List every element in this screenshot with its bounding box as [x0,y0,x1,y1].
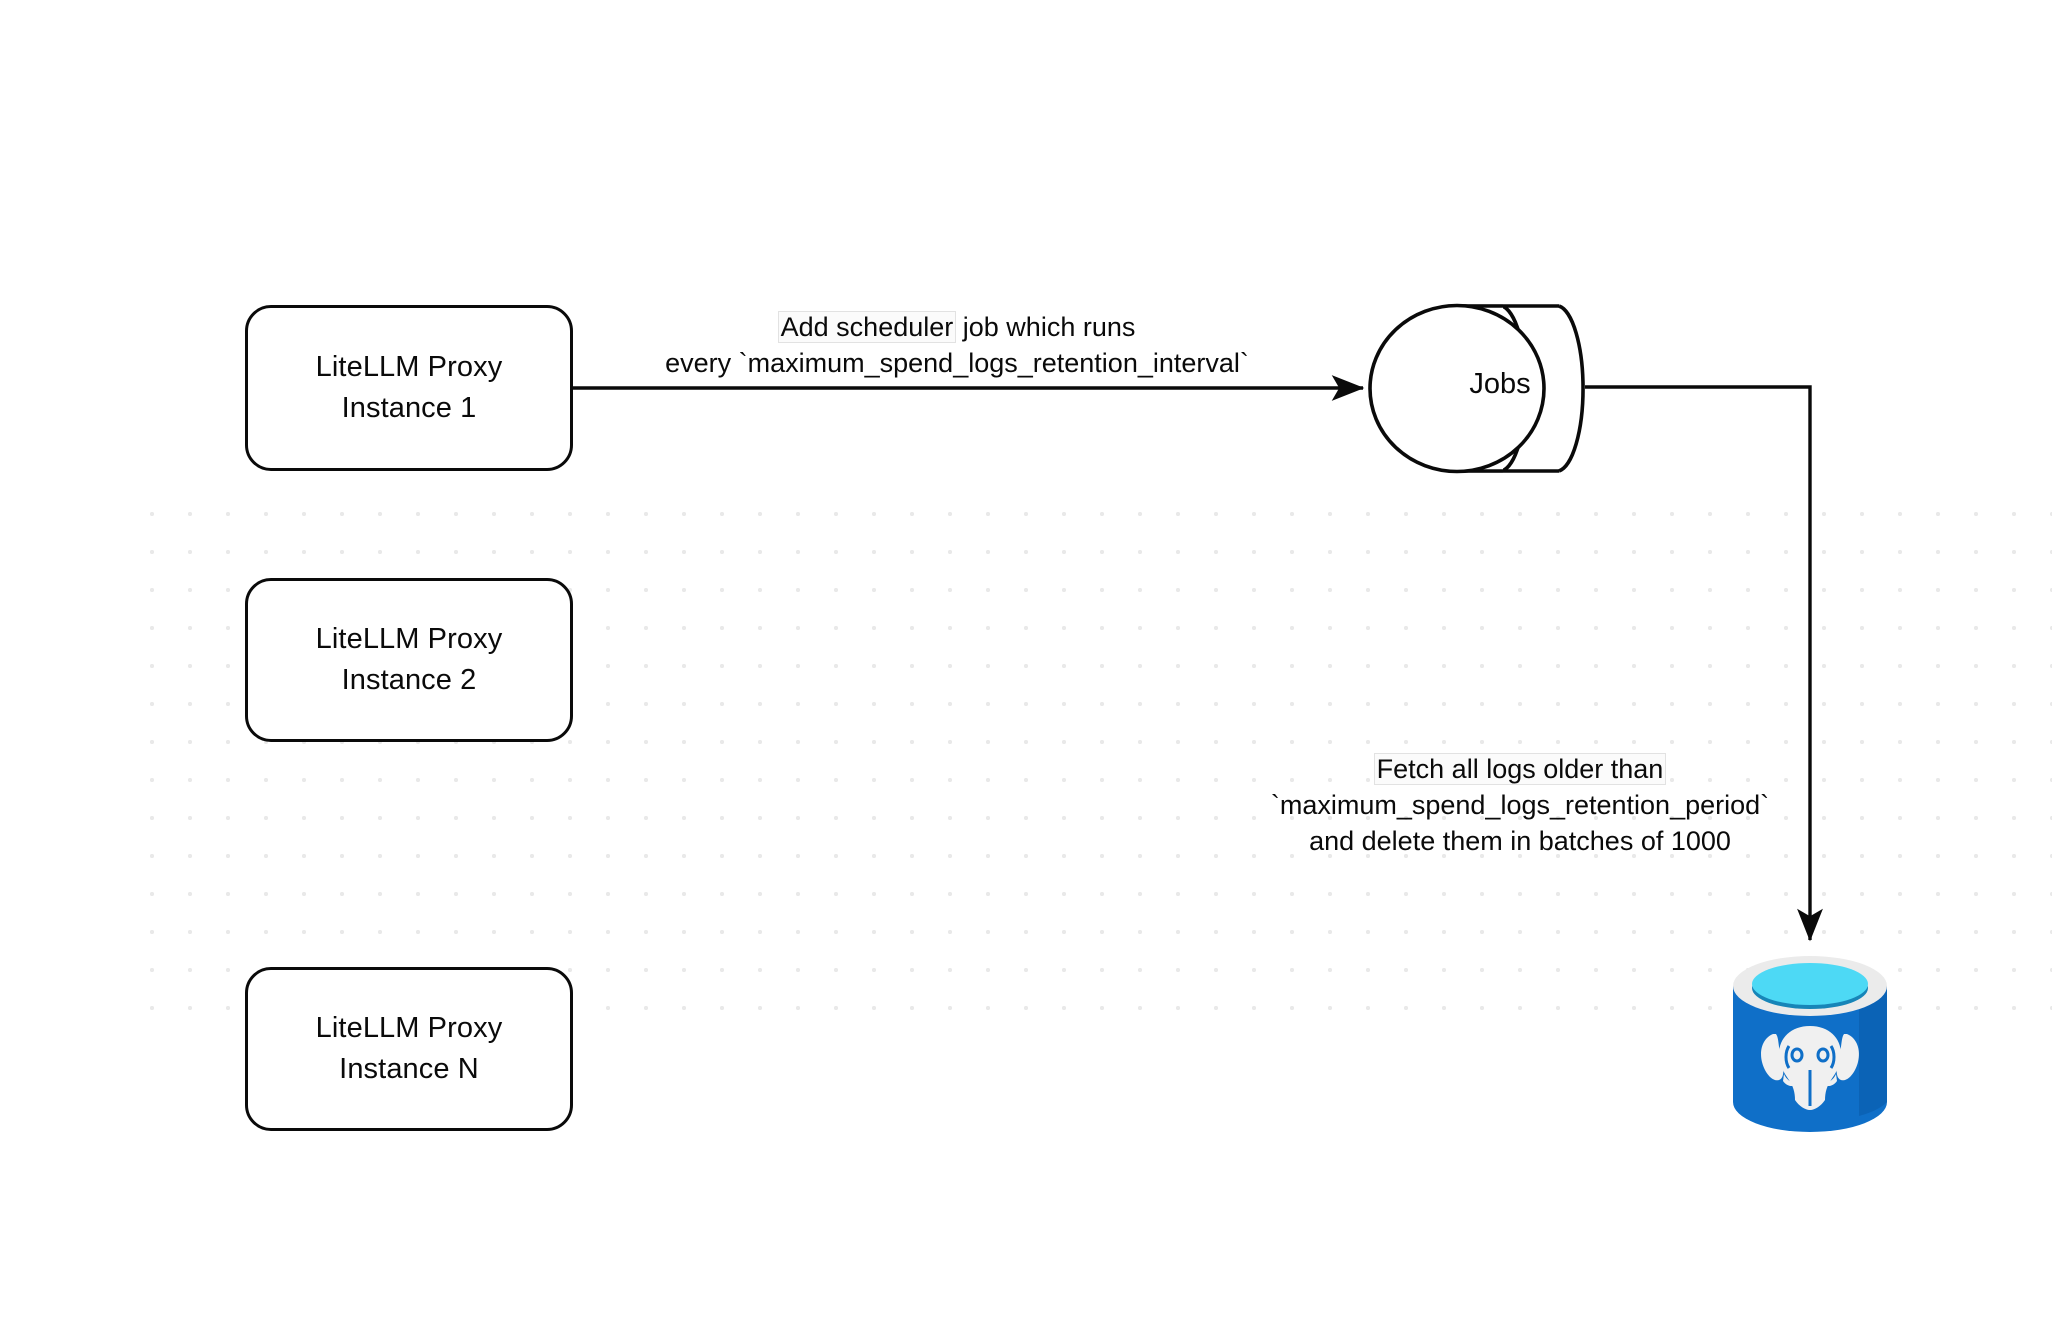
node-proxy-instance-1[interactable]: LiteLLM Proxy Instance 1 [245,305,573,471]
node-proxy-instance-2-label-line2: Instance 2 [341,664,477,696]
jobs-cylinder-shape [1368,303,1585,474]
edge-label-highlight-2: Fetch all logs older than [1374,754,1666,784]
edge-jobs-to-postgres-line [1585,385,1823,942]
postgresql-database-icon[interactable] [1729,950,1891,1140]
edge-jobs-to-postgres-label-line3: and delete them in batches of 1000 [1309,825,1731,856]
node-proxy-instance-n-label-line2: Instance N [339,1053,479,1085]
edge-jobs-to-postgres-label: Fetch all logs older than `maximum_spend… [1240,752,1800,860]
edge-proxy1-to-jobs-label-line2: every `maximum_spend_logs_retention_inte… [665,347,1249,378]
node-proxy-instance-1-label-line1: LiteLLM Proxy [315,350,503,383]
node-proxy-instance-2[interactable]: LiteLLM Proxy Instance 2 [245,578,573,742]
postgres-elephant-glyph [1761,1026,1859,1110]
edge-proxy1-to-jobs-label: Add scheduler job which runs every `maxi… [607,310,1307,382]
edge-label-highlight: Add scheduler [778,312,956,342]
node-proxy-instance-1-label-line2: Instance 1 [341,392,477,424]
node-proxy-instance-n[interactable]: LiteLLM Proxy Instance N [245,967,573,1131]
edge-proxy1-to-jobs-label-line1: Add scheduler job which runs [607,310,1307,346]
node-jobs-label: Jobs [1469,368,1531,400]
edge-proxy1-label-line1-rest: job which runs [955,312,1136,342]
node-proxy-instance-n-label-line1: LiteLLM Proxy [315,1011,503,1044]
edge-jobs-to-postgres-label-line1: Fetch all logs older than [1240,752,1800,788]
edge-jobs-to-postgres-label-line2: `maximum_spend_logs_retention_period` [1270,789,1770,820]
node-proxy-instance-2-label-line1: LiteLLM Proxy [315,622,503,655]
